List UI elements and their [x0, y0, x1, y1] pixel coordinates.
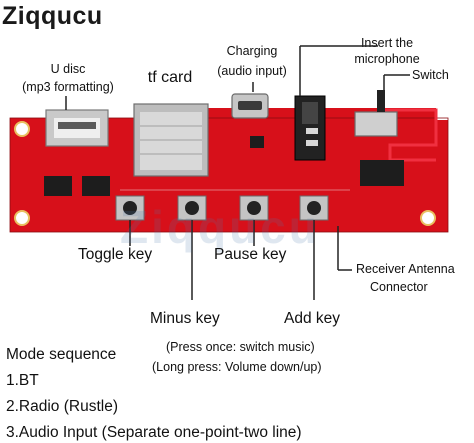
charging-sub-label: (audio input): [217, 64, 287, 78]
capacitor: [250, 136, 264, 148]
usb-port: [45, 109, 109, 147]
callout-lines: [65, 45, 410, 300]
u-disc-format-label: (mp3 formatting): [22, 80, 114, 94]
minus-key-label: Minus key: [150, 310, 220, 327]
charging-port: [231, 93, 269, 119]
chip-main: [360, 160, 404, 186]
audio-jack: [294, 95, 326, 161]
receiver-antenna-label: Receiver Antenna: [356, 262, 455, 276]
toggle-key-label: Toggle key: [78, 246, 153, 263]
slide-switch: [354, 90, 398, 137]
switch-label: Switch: [412, 68, 449, 82]
u-disc-label: U disc: [50, 62, 86, 76]
button-toggle: [115, 195, 145, 221]
button-minus: [177, 195, 207, 221]
tf-card-label: tf card: [147, 69, 193, 86]
tf-card-slot: [133, 103, 209, 177]
receiver-connector-label: Connector: [370, 280, 428, 294]
microphone-sub-label: microphone: [354, 52, 420, 66]
mode-item-2: 2.Radio (Rustle): [6, 398, 118, 415]
pause-key-label: Pause key: [214, 246, 287, 263]
charging-label: Charging: [226, 44, 278, 58]
watermark: Ziqqucu: [120, 201, 320, 253]
chip-left-1: [44, 176, 72, 196]
press-once-note: (Press once: switch music): [166, 340, 315, 354]
long-press-note: (Long press: Volume down/up): [152, 360, 322, 374]
mode-item-1: 1.BT: [6, 372, 39, 389]
add-key-label: Add key: [284, 310, 341, 327]
button-add: [299, 195, 329, 221]
button-pause: [239, 195, 269, 221]
chip-left-2: [82, 176, 110, 196]
mode-item-3: 3.Audio Input (Separate one-point-two li…: [6, 424, 302, 441]
mode-sequence-title: Mode sequence: [6, 346, 117, 363]
brand-logo: Ziqqucu: [2, 2, 103, 30]
